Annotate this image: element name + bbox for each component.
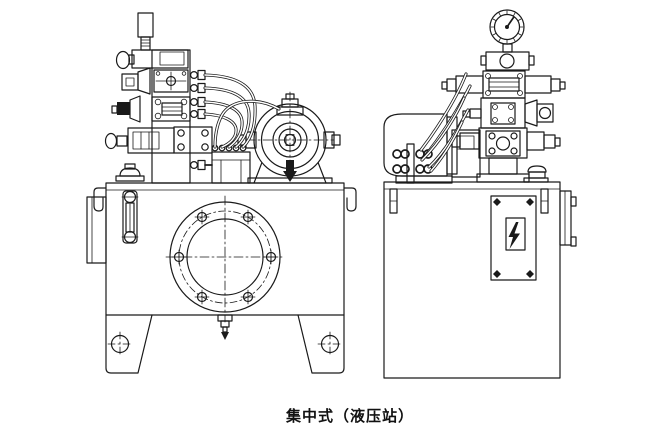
gauge-block [480, 51, 535, 71]
reservoir-tank-side [383, 181, 561, 379]
mounting-feet [105, 314, 345, 374]
relief-filter [137, 12, 154, 51]
breather-dome [523, 165, 549, 183]
motor-side [383, 113, 481, 184]
electrical-panel [490, 195, 537, 281]
side-channel [86, 196, 107, 264]
valve-row-1 [115, 49, 189, 70]
side-bracket [559, 190, 577, 247]
hose-bundle-front [203, 73, 281, 149]
hose-bundle-side [419, 72, 472, 173]
side-view [383, 9, 577, 379]
cover-bolts [171, 209, 279, 305]
lightning-bolt-icon [508, 222, 520, 249]
front-view [86, 12, 357, 374]
hose-clamps [392, 149, 433, 174]
stack-base [476, 157, 530, 183]
motor-front [237, 91, 341, 184]
valve-stack-front [104, 12, 213, 184]
lifting-hook-icon [93, 187, 357, 212]
solenoid-valve-row-3 [451, 127, 561, 159]
valve-row-4-manifold [104, 126, 213, 154]
breather-cap [115, 163, 145, 182]
valve-stack-side [441, 9, 566, 183]
figure-caption: 集中式（液压站） [285, 408, 415, 425]
valve-row-2 [121, 67, 189, 95]
hose-terminal-block [211, 144, 251, 184]
solenoid-valve-row-2 [462, 97, 554, 129]
cleanout-cover [165, 195, 285, 323]
pressure-gauge [489, 9, 525, 53]
valve-row-3 [111, 95, 191, 123]
drain-plug [217, 314, 233, 340]
hose-fittings [190, 69, 213, 171]
oil-level-gauge [121, 190, 139, 244]
solenoid-valve-row-1 [441, 70, 566, 99]
